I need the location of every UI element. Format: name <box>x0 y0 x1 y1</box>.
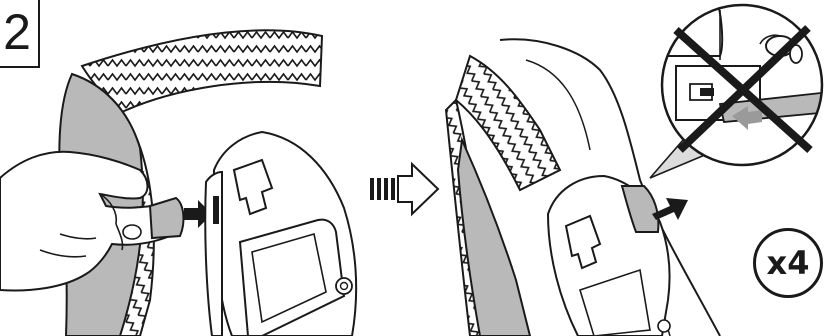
step-number-box: 2 <box>0 0 40 68</box>
cross-out-icon <box>673 25 813 153</box>
zigzag-strap-right <box>454 54 562 192</box>
strap-tab <box>148 196 185 240</box>
clip-housing-icon <box>204 130 358 336</box>
fabric-right <box>456 136 532 336</box>
quantity-badge: x4 <box>753 228 823 298</box>
magnified-detail-icon <box>660 3 824 167</box>
push-arrow-icon <box>652 198 688 220</box>
left-panel <box>0 29 358 336</box>
clip-housing-right <box>546 174 671 336</box>
hand-icon <box>0 150 179 292</box>
zigzag-strap-icon <box>80 29 324 114</box>
quantity-label: x4 <box>766 244 810 282</box>
striped-arrow-icon <box>370 161 440 217</box>
step-number: 2 <box>3 4 31 60</box>
